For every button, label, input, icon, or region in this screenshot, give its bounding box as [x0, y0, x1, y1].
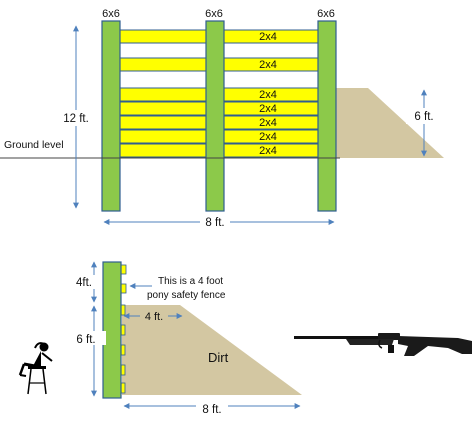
board-label: 2x4	[259, 145, 277, 157]
post-label-middle: 6x6	[205, 8, 223, 20]
rifle-icon	[294, 333, 472, 356]
board	[117, 143, 209, 158]
side-view: 4ft. 6 ft. This is a 4 foot pony safety …	[18, 261, 472, 416]
post-middle	[205, 20, 225, 212]
board	[117, 129, 209, 144]
board-label: 2x4	[259, 31, 277, 43]
top-width-label-bg	[140, 309, 168, 323]
board	[117, 115, 209, 130]
post-label-left: 6x6	[102, 8, 120, 20]
board	[117, 57, 209, 72]
board	[117, 29, 209, 44]
post-side	[102, 261, 122, 399]
ground-level-label: Ground level	[4, 139, 64, 151]
dirt-side	[122, 305, 302, 395]
front-view: 2x4 2x4 2x4 2x4 2x4 2x4 2x4 6x6 6x6 6x6 …	[0, 8, 444, 229]
boards-left-bay	[117, 29, 209, 158]
mound-label-bg	[406, 108, 442, 124]
spacing-label-bg	[200, 214, 230, 229]
lower-height-label: 6 ft.	[76, 334, 95, 346]
height-total-label: 12 ft.	[63, 113, 89, 125]
note-line-2: pony safety fence	[147, 290, 226, 301]
board	[117, 87, 209, 102]
post-right	[317, 20, 337, 212]
dirt-base-width-label: 8 ft.	[202, 404, 221, 416]
dirt-top-width-label: 4 ft.	[145, 311, 163, 323]
upper-height-label: 4ft.	[76, 277, 92, 289]
height-label-bg	[56, 110, 96, 126]
lower-label-bg	[70, 331, 106, 345]
post-label-right: 6x6	[317, 8, 335, 20]
board	[117, 101, 209, 116]
note-line-1: This is a 4 foot	[158, 276, 223, 287]
board-label: 2x4	[259, 131, 277, 143]
board-label: 2x4	[259, 103, 277, 115]
base-width-label-bg	[196, 399, 228, 414]
post-left	[101, 20, 121, 212]
person-on-stool-icon	[18, 342, 53, 395]
board-label: 2x4	[259, 117, 277, 129]
dirt-label: Dirt	[208, 350, 229, 365]
board-label: 2x4	[259, 59, 277, 71]
board-label: 2x4	[259, 89, 277, 101]
mound-height-label: 6 ft.	[414, 111, 433, 123]
post-spacing-label: 8 ft.	[205, 217, 224, 229]
upper-label-bg	[72, 275, 102, 289]
dirt-mound-front	[330, 88, 444, 158]
